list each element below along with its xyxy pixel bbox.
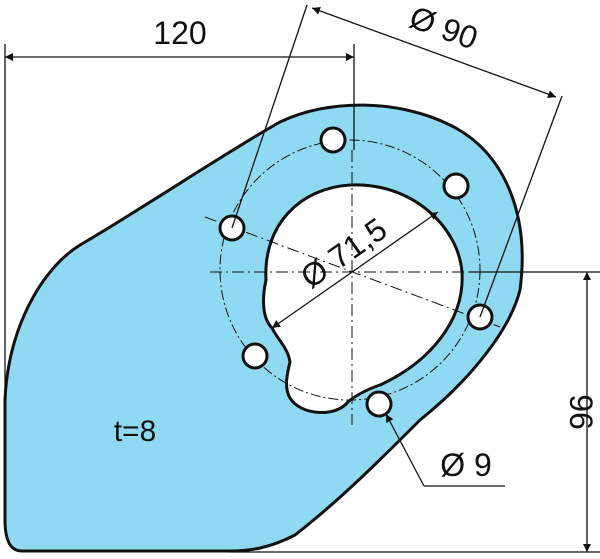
dimension-bore-line <box>271 211 439 329</box>
dimension-96 <box>230 271 600 553</box>
dimension-96-label: 96 <box>563 394 599 430</box>
dimension-bolt-circle-label: Ø 90 <box>405 0 483 56</box>
thickness-label: t=8 <box>114 415 157 448</box>
plate-body <box>3 103 524 553</box>
dimension-hole <box>385 413 505 487</box>
bolt-hole <box>241 342 269 370</box>
bolt-hole <box>442 172 470 200</box>
bolt-circle <box>219 139 481 401</box>
bolt-hole <box>365 390 393 418</box>
dimension-120-label: 120 <box>153 15 206 51</box>
dimension-hole-label: Ø 9 <box>440 447 492 483</box>
bolt-hole <box>319 126 347 154</box>
dimension-bolt-circle <box>231 4 563 318</box>
bolt-holes <box>218 126 494 418</box>
